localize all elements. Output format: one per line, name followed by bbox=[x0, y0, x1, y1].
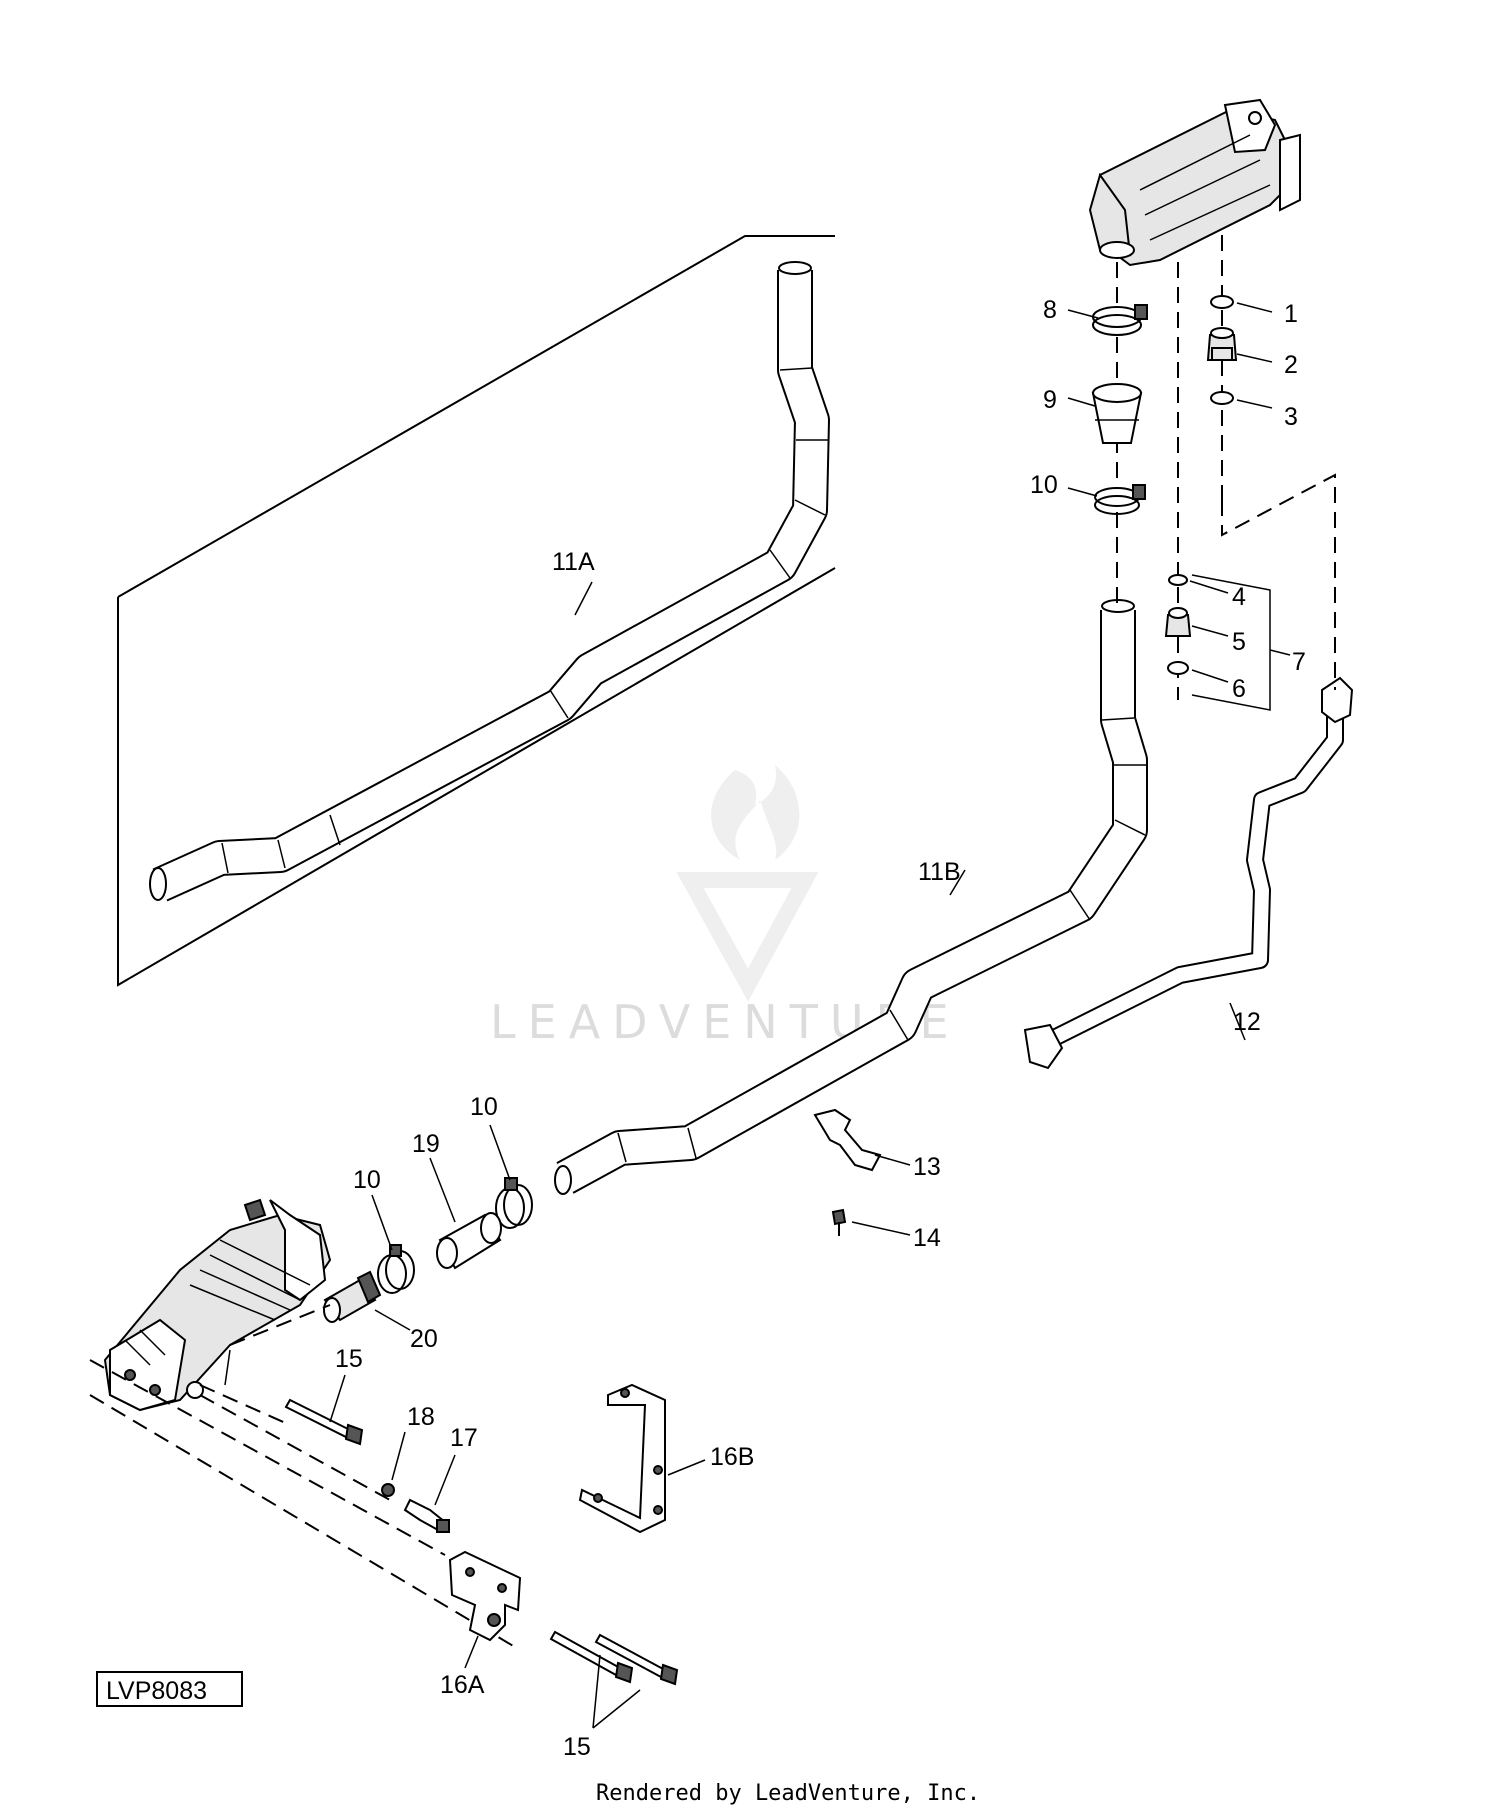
oil-cooler-assembly bbox=[1088, 98, 1301, 267]
leader-2 bbox=[1236, 353, 1273, 363]
label-12: 12 bbox=[1233, 1008, 1261, 1036]
label-10-top: 10 bbox=[1030, 471, 1058, 499]
sensor-17 bbox=[403, 1498, 450, 1533]
clamp-10-left bbox=[377, 1244, 415, 1294]
fitting-2 bbox=[1206, 327, 1238, 361]
tube-11a bbox=[149, 261, 830, 902]
label-7: 7 bbox=[1292, 648, 1306, 676]
leader-16a bbox=[464, 1635, 479, 1669]
label-10-left: 10 bbox=[353, 1166, 381, 1194]
bolt-15-upper bbox=[284, 1398, 364, 1446]
leader-10-top bbox=[1067, 487, 1098, 497]
leader-7 bbox=[1269, 649, 1291, 656]
leader-10-left bbox=[371, 1194, 393, 1251]
leader-16b bbox=[667, 1459, 706, 1476]
tube-11b bbox=[554, 599, 1148, 1195]
label-2: 2 bbox=[1284, 351, 1298, 379]
leader-14 bbox=[851, 1221, 911, 1236]
leader-18 bbox=[391, 1431, 406, 1481]
fitting-5 bbox=[1164, 607, 1192, 637]
washer-18 bbox=[381, 1483, 395, 1497]
leader-5 bbox=[1191, 625, 1229, 637]
leader-13 bbox=[874, 1154, 911, 1166]
hose-9 bbox=[1091, 383, 1143, 444]
align-line-20 bbox=[229, 1304, 331, 1346]
leader-8 bbox=[1067, 309, 1099, 319]
label-14: 14 bbox=[913, 1224, 941, 1252]
bracket-7 bbox=[1191, 574, 1271, 711]
footer-credit: Rendered by LeadVenture, Inc. bbox=[596, 1781, 980, 1806]
label-5: 5 bbox=[1232, 628, 1246, 656]
leader-15-lower-a bbox=[592, 1654, 601, 1729]
label-19: 19 bbox=[412, 1130, 440, 1158]
o-ring-6 bbox=[1167, 661, 1189, 675]
bracket-16b bbox=[578, 1383, 666, 1534]
label-20: 20 bbox=[410, 1325, 438, 1353]
clamp-8 bbox=[1092, 304, 1148, 336]
watermark-logo bbox=[676, 765, 819, 1002]
bolt-15-lower-b bbox=[594, 1633, 679, 1686]
leader-19 bbox=[429, 1157, 456, 1223]
label-1: 1 bbox=[1284, 300, 1298, 328]
label-11a: 11A bbox=[552, 548, 595, 576]
label-9: 9 bbox=[1043, 386, 1057, 414]
label-18: 18 bbox=[407, 1403, 435, 1431]
hose-19 bbox=[436, 1212, 502, 1270]
align-line-17 bbox=[199, 1394, 391, 1501]
label-16a: 16A bbox=[440, 1671, 485, 1699]
figure-id: LVP8083 bbox=[106, 1677, 207, 1705]
bracket-16a bbox=[448, 1550, 522, 1642]
clamp-10-top bbox=[1094, 484, 1146, 515]
label-6: 6 bbox=[1232, 675, 1246, 703]
leader-10-right bbox=[489, 1124, 511, 1181]
label-4: 4 bbox=[1232, 583, 1246, 611]
leader-20 bbox=[374, 1309, 411, 1331]
filter-housing-assembly bbox=[103, 1198, 332, 1412]
align-line-bracket-upper bbox=[89, 1359, 446, 1556]
align-line-bracket-lower bbox=[89, 1394, 521, 1651]
label-10-right: 10 bbox=[470, 1093, 498, 1121]
leader-6 bbox=[1191, 669, 1229, 683]
leader-17 bbox=[434, 1454, 456, 1506]
panel-frame bbox=[117, 235, 836, 987]
leader-3 bbox=[1236, 399, 1273, 409]
screw-14 bbox=[831, 1208, 847, 1236]
leader-11a bbox=[574, 581, 593, 616]
label-15-upper: 15 bbox=[335, 1345, 363, 1373]
label-11b: 11B bbox=[918, 858, 961, 886]
leader-1 bbox=[1236, 302, 1273, 313]
bolt-15-lower-a bbox=[549, 1630, 634, 1684]
o-ring-3 bbox=[1210, 391, 1234, 405]
label-17: 17 bbox=[450, 1424, 478, 1452]
label-13: 13 bbox=[913, 1153, 941, 1181]
leader-11b bbox=[949, 869, 966, 896]
align-line-15-top bbox=[199, 1384, 291, 1426]
label-15-lower: 15 bbox=[563, 1733, 591, 1761]
label-3: 3 bbox=[1284, 403, 1298, 431]
leader-12 bbox=[1229, 1002, 1246, 1041]
leader-4 bbox=[1189, 580, 1229, 594]
leader-15-lower-b bbox=[592, 1689, 641, 1729]
tube-12 bbox=[1023, 676, 1354, 1070]
label-8: 8 bbox=[1043, 296, 1057, 324]
clip-13 bbox=[813, 1108, 882, 1172]
o-ring-1 bbox=[1210, 295, 1234, 309]
leader-9 bbox=[1067, 397, 1096, 407]
clamp-10-right bbox=[495, 1177, 533, 1229]
label-16b: 16B bbox=[710, 1443, 754, 1471]
leader-15-upper bbox=[329, 1374, 346, 1423]
o-ring-4 bbox=[1168, 574, 1188, 586]
fitting-20 bbox=[323, 1270, 382, 1323]
figure-id-box bbox=[96, 1671, 243, 1707]
